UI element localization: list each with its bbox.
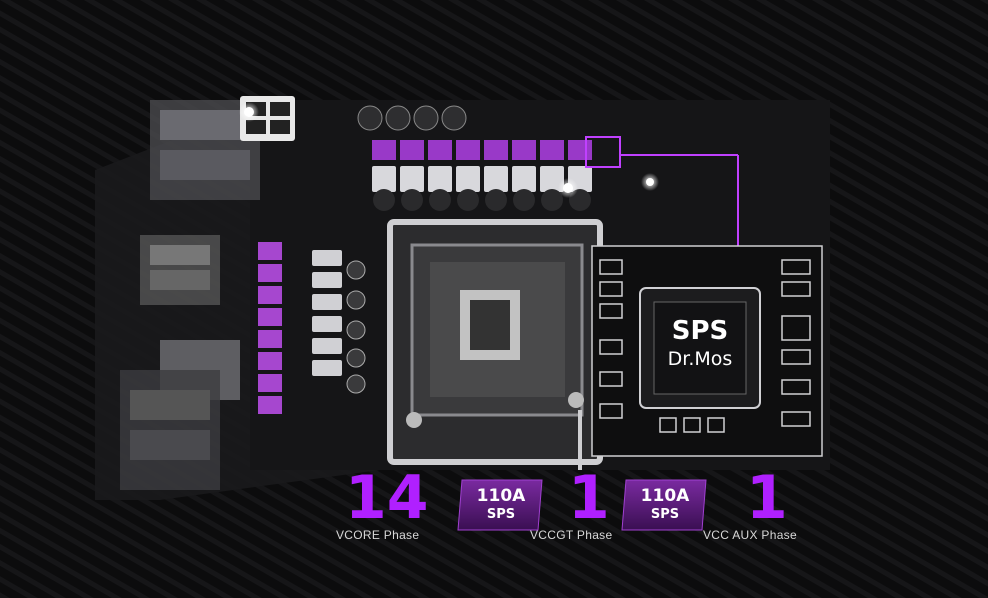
vcore-phase-count: 14 (345, 463, 429, 533)
badge-amp: 110A (640, 486, 690, 506)
badge-type: SPS (486, 507, 516, 522)
badge-amp: 110A (476, 486, 526, 506)
sps-badge-2: 110A SPS (624, 480, 706, 530)
chip-label-sps: SPS (671, 316, 729, 346)
vcore-phase-label: VCORE Phase (336, 528, 420, 542)
badge-type: SPS (650, 507, 680, 522)
chip-label-drmos: Dr.Mos (667, 348, 733, 370)
vccgt-phase-label: VCCGT Phase (530, 528, 613, 542)
vccaux-phase-label: VCC AUX Phase (703, 528, 797, 542)
vccaux-phase-count: 1 (746, 463, 788, 533)
vccgt-phase-count: 1 (568, 463, 610, 533)
sps-badge-1: 110A SPS (460, 480, 542, 530)
